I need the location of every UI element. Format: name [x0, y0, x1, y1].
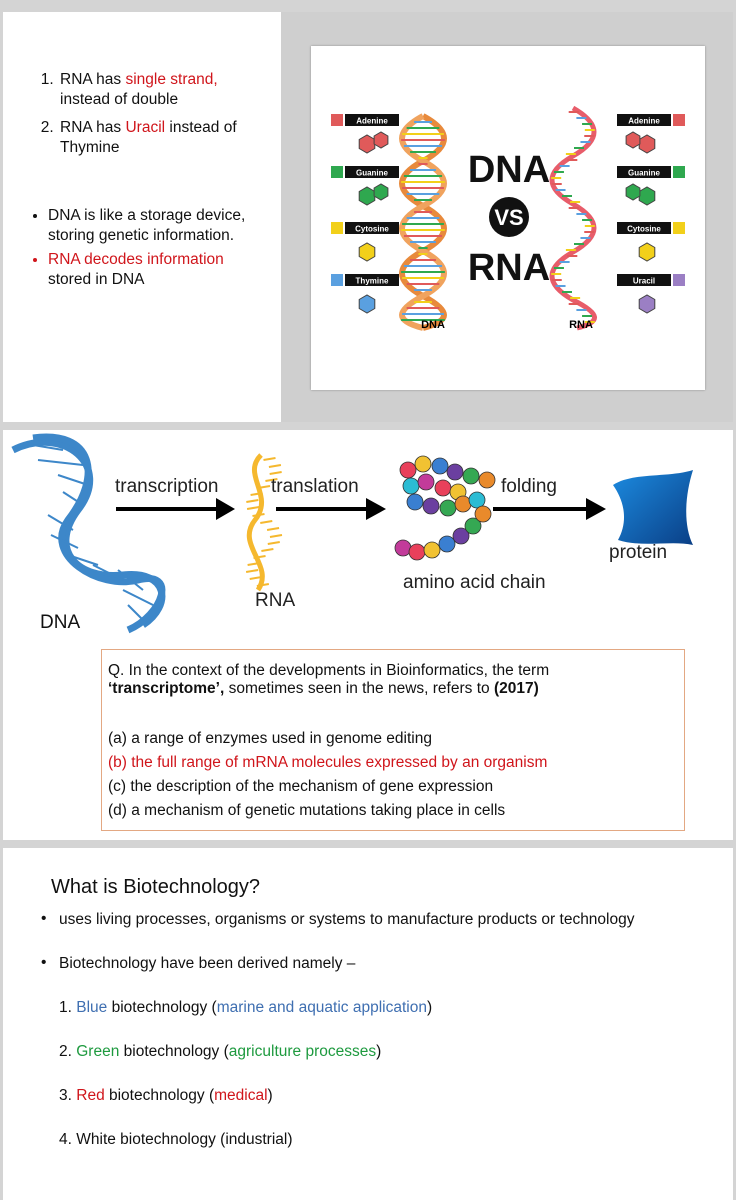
vs-circle [489, 197, 529, 237]
protein-icon [613, 470, 693, 545]
svg-text:Guanine: Guanine [356, 169, 389, 178]
amino-acid-chain-icon [394, 455, 496, 561]
central-dogma-diagram: transcription RNA translation amino acid… [11, 433, 693, 634]
caption-dna: DNA [421, 319, 445, 331]
question-year: (2017) [493, 680, 539, 697]
bullet-item: RNA decodes information stored in DNA [48, 250, 288, 290]
option-b: (b) the full range of mRNA molecules exp… [108, 754, 548, 771]
rna-helix-icon [549, 105, 597, 331]
base-thymine-left: Thymine [331, 274, 399, 314]
list-item: RNA has Uracil instead of Thymine [58, 118, 298, 158]
highlight-text: single strand, [125, 71, 218, 88]
dna-helix-icon [11, 433, 166, 634]
label-protein: protein [609, 542, 667, 563]
base-adenine-left: Adenine [331, 114, 399, 154]
bullet-item: DNA is like a storage device, storing ge… [48, 206, 288, 246]
base-cytosine-left: Cytosine [331, 222, 399, 262]
base-guanine-left: Guanine [331, 166, 399, 206]
difference-list: RNA has single strand, instead of double… [28, 70, 298, 166]
arrow-folding-icon [493, 498, 606, 520]
question-text: Q. In the context of the developments in… [108, 662, 550, 697]
rna-strand-icon [245, 453, 283, 592]
list-item-white: 4. White biotechnology (industrial) [59, 1131, 293, 1148]
option-c: (c) the description of the mechanism of … [108, 778, 494, 795]
question-term: ‘transcriptome’, [108, 680, 225, 697]
slide-dna-vs-rna: RNA has single strand, instead of double… [3, 12, 733, 422]
label-folding: folding [501, 476, 557, 497]
arrow-transcription-icon [116, 498, 235, 520]
title-dna: DNA [468, 149, 550, 191]
label-rna: RNA [255, 590, 295, 611]
base-cytosine-right: Cytosine [617, 222, 685, 262]
svg-text:Cytosine: Cytosine [627, 225, 661, 234]
slide-title: What is Biotechnology? [51, 876, 261, 898]
label-amino-acid-chain: amino acid chain [403, 572, 546, 593]
option-d: (d) a mechanism of genetic mutations tak… [108, 802, 506, 819]
base-uracil-right: Uracil [617, 274, 685, 314]
function-bullets: DNA is like a storage device, storing ge… [28, 206, 288, 294]
svg-text:Cytosine: Cytosine [355, 225, 389, 234]
question-box: Q. In the context of the developments in… [101, 649, 685, 831]
title-rna: RNA [468, 247, 550, 289]
caption-rna: RNA [569, 319, 593, 331]
svg-text:Uracil: Uracil [633, 277, 655, 286]
vs-label: VS [494, 205, 523, 230]
label-translation: translation [271, 476, 359, 497]
label-transcription: transcription [115, 476, 219, 497]
highlight-text: Uracil [125, 119, 166, 136]
dna-helix-icon [399, 113, 447, 331]
list-item-blue: 1. Blue biotechnology (marine and aquati… [59, 999, 433, 1016]
svg-text:Thymine: Thymine [356, 277, 389, 286]
option-a: (a) a range of enzymes used in genome ed… [108, 730, 432, 747]
base-adenine-right: Adenine [617, 114, 685, 154]
label-dna: DNA [40, 612, 81, 633]
list-item-green: 2. Green biotechnology (agriculture proc… [59, 1043, 382, 1060]
slide-biotechnology: What is Biotechnology? • uses living pro… [3, 848, 733, 1200]
list-item: RNA has single strand, instead of double [58, 70, 298, 110]
bullet-icon: • [41, 954, 47, 971]
list-item-red: 3. Red biotechnology (medical) [59, 1087, 273, 1104]
svg-text:Adenine: Adenine [628, 117, 660, 126]
base-guanine-right: Guanine [617, 166, 685, 206]
svg-text:Guanine: Guanine [628, 169, 661, 178]
bullet-icon: • [41, 910, 47, 927]
slide-central-dogma: transcription RNA translation amino acid… [3, 430, 733, 840]
svg-text:Adenine: Adenine [356, 117, 388, 126]
arrow-translation-icon [276, 498, 386, 520]
